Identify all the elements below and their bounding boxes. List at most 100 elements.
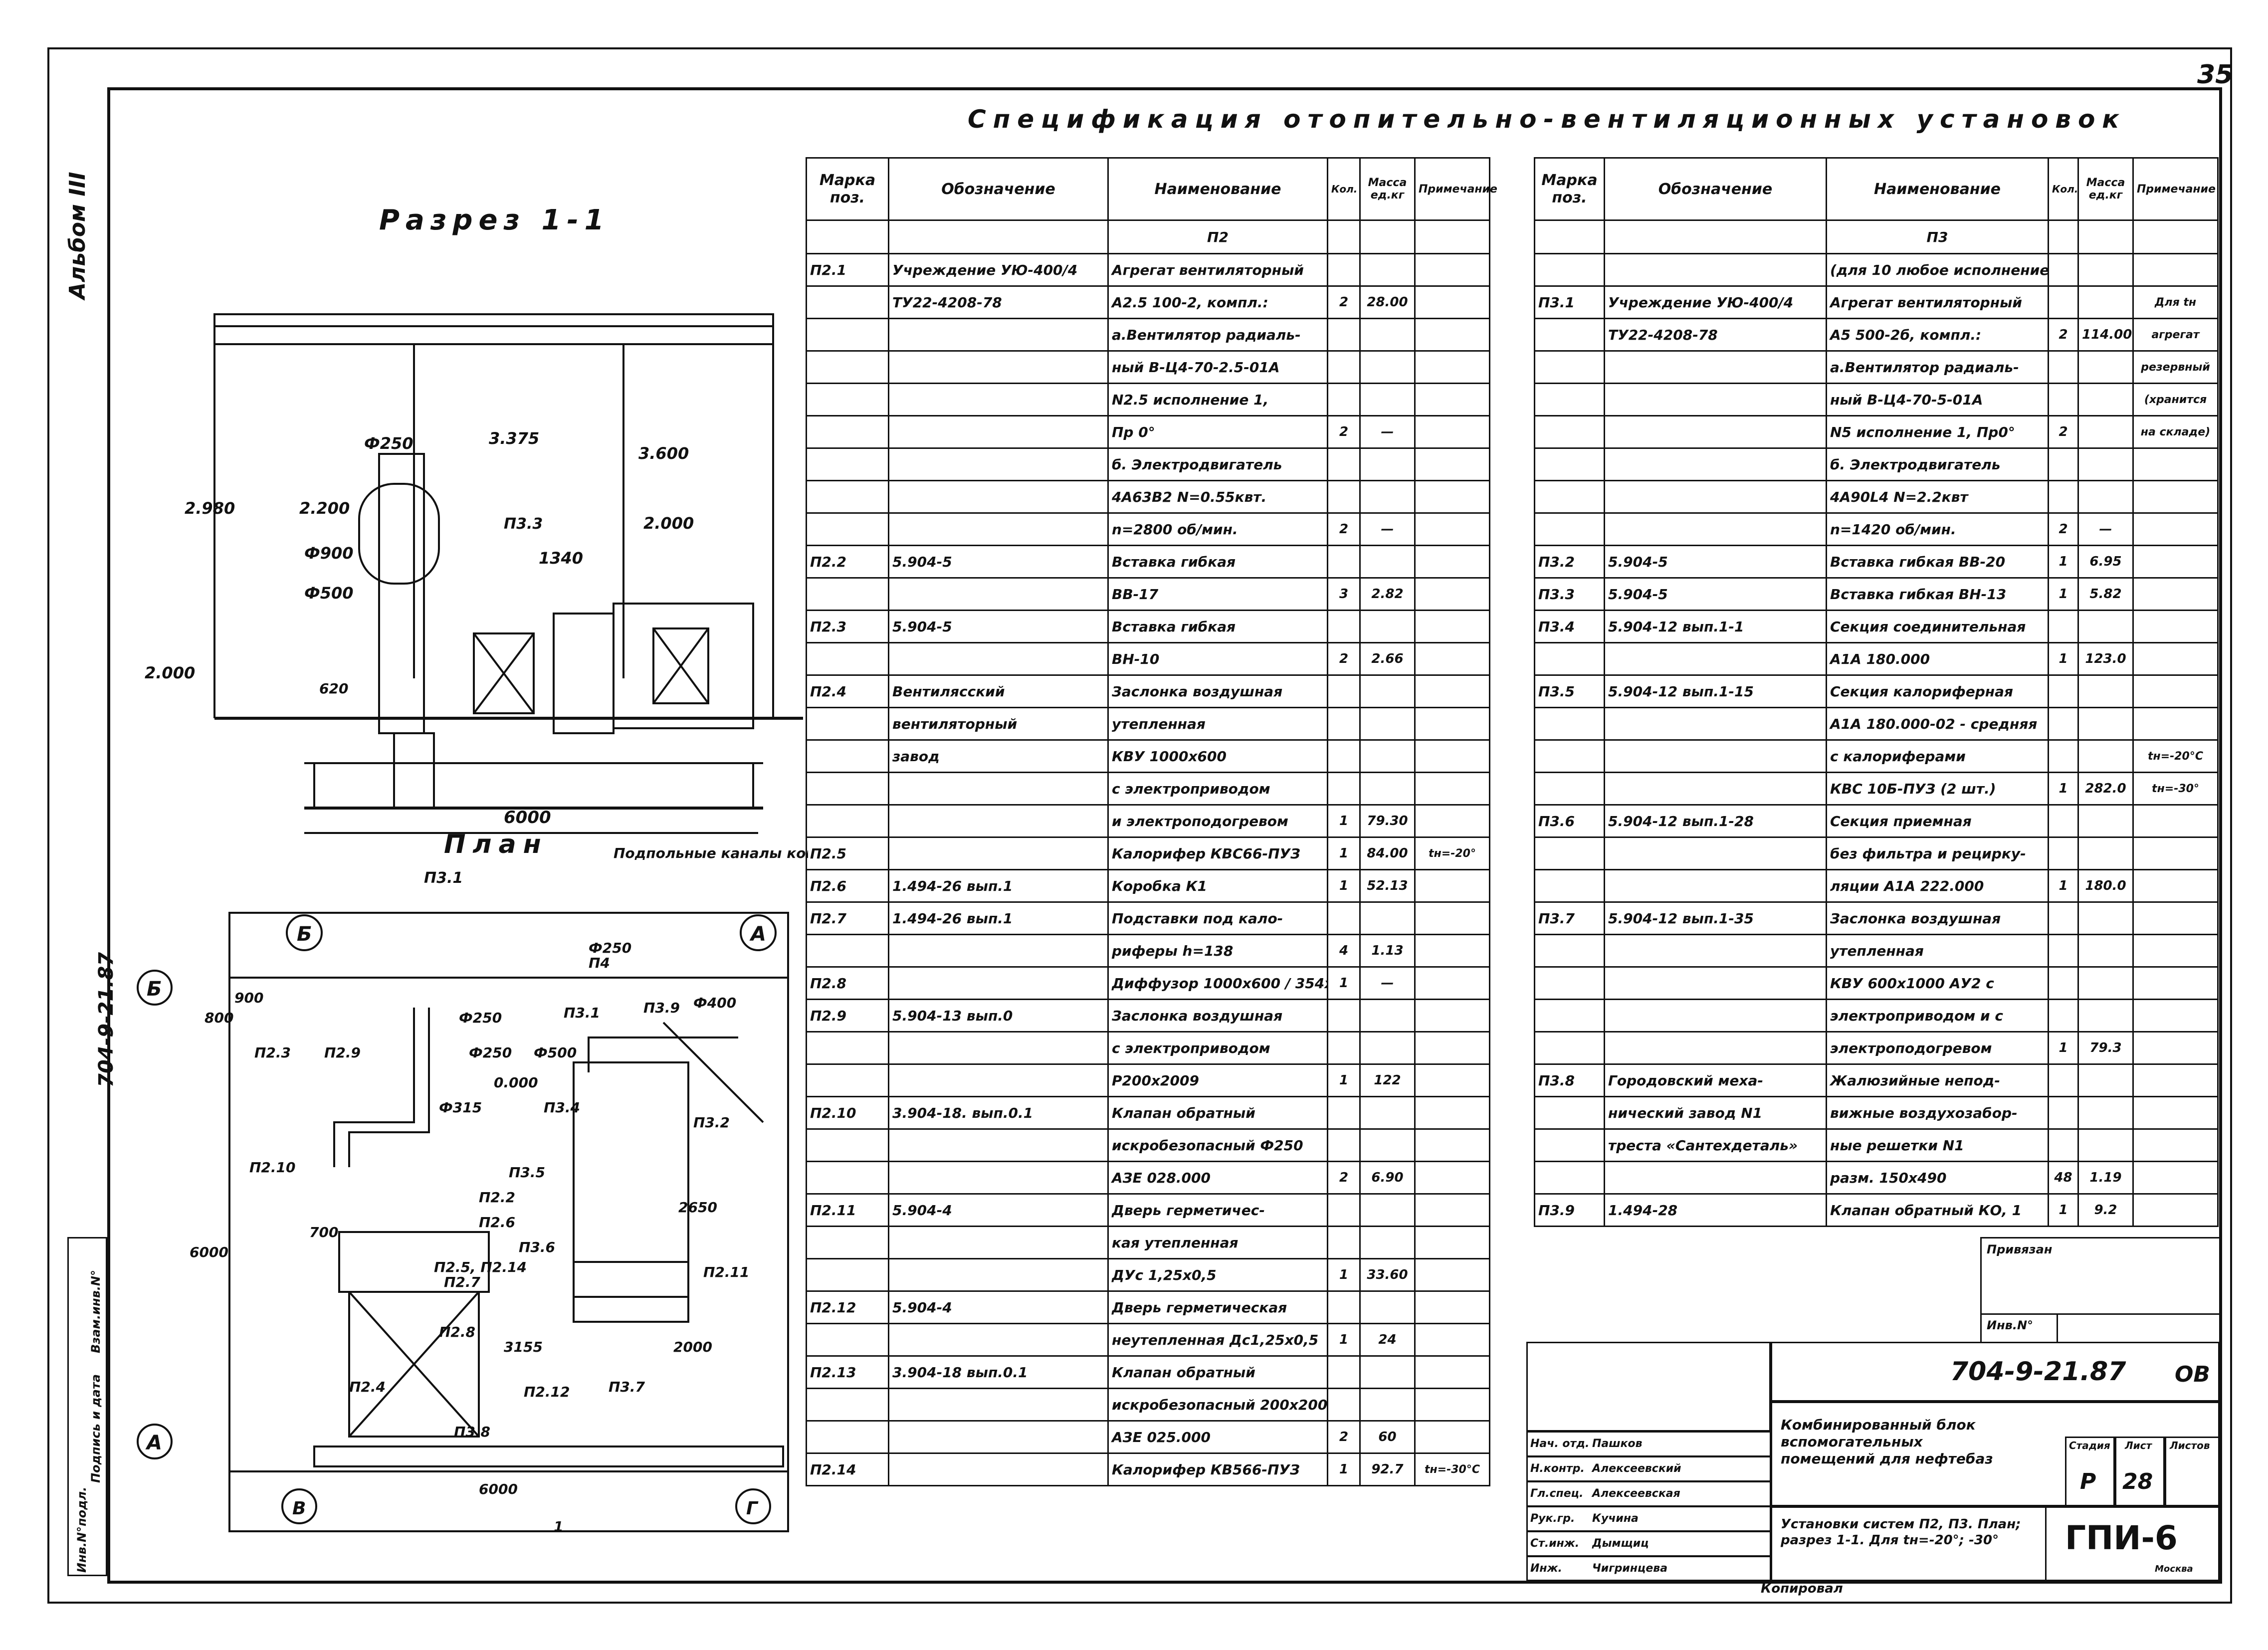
table-cell <box>1359 707 1416 741</box>
table-row: 4А90L4 N=2.2квт <box>1534 480 2219 514</box>
side-strip: Инв.N°подл. Подпись и дата Взам.инв.N° <box>67 1237 107 1576</box>
table-cell <box>1534 739 1605 773</box>
table-cell: П3.8 <box>1534 1063 1605 1097</box>
table-cell <box>888 966 1109 1000</box>
table-cell <box>2048 285 2079 319</box>
table-cell: Секция приемная <box>1826 804 2049 838</box>
table-cell: Коробка К1 <box>1107 869 1328 903</box>
table-cell <box>1359 383 1416 416</box>
table-cell: 4А90L4 N=2.2квт <box>1826 480 2049 514</box>
table-cell <box>1359 350 1416 384</box>
table-cell: 5.904-12 вып.1-35 <box>1604 901 1827 935</box>
table-cell: ный В-Ц4-70-2.5-01А <box>1107 350 1328 384</box>
plan-label: П2.8 <box>439 1324 475 1340</box>
table-cell: 1 <box>1327 1258 1361 1292</box>
plan-outline <box>228 912 789 1532</box>
table-cell: ВН-10 <box>1107 642 1328 676</box>
table-cell <box>2132 1031 2219 1065</box>
table-cell <box>806 512 889 546</box>
table-row: (для 10 любое исполнение) <box>1534 253 2219 287</box>
table-cell <box>1534 383 1605 416</box>
col-header: Наименование <box>1826 157 2049 221</box>
table-cell <box>2048 804 2079 838</box>
table-row: n=1420 об/мин.2— <box>1534 512 2219 546</box>
org-name: ГПИ-6 <box>2065 1519 2178 1557</box>
stamp-name: Пашков <box>1592 1438 1643 1450</box>
table-cell <box>1534 1161 1605 1195</box>
table-cell <box>1327 1096 1361 1130</box>
table-cell: с калориферами <box>1826 739 2049 773</box>
table-cell <box>1534 772 1605 806</box>
table-cell: П3.9 <box>1534 1193 1605 1227</box>
table-cell <box>1414 1290 1490 1324</box>
table-cell <box>1327 1388 1361 1422</box>
table-cell: Секция соединительная <box>1826 610 2049 643</box>
table-cell: П2.13 <box>806 1355 889 1389</box>
table-cell <box>2132 674 2219 708</box>
table-cell: П2.4 <box>806 674 889 708</box>
table-cell: искробезопасный Ф250 <box>1107 1128 1328 1162</box>
table-cell <box>2132 836 2219 870</box>
table-cell <box>1534 999 1605 1032</box>
table-cell <box>1359 1290 1416 1324</box>
table-row: Пр 0°2— <box>806 415 1490 449</box>
plan-label: П2.2 <box>479 1189 515 1206</box>
table-cell: 1 <box>1327 869 1361 903</box>
table-cell <box>1327 999 1361 1032</box>
table-cell: вижные воздухозабор- <box>1826 1096 2049 1130</box>
table-cell: 2 <box>1327 1420 1361 1454</box>
plan-label: П3.5 <box>509 1164 545 1181</box>
inv-label: Инв.N° <box>1987 1318 2034 1332</box>
plan-label: Ф500 <box>534 1044 577 1061</box>
table-cell <box>2048 1096 2079 1130</box>
plan-note: Подпольные каналы комплект КЖ <box>614 845 808 861</box>
table-cell <box>888 577 1109 611</box>
table-cell <box>1359 901 1416 935</box>
table-cell <box>1359 1128 1416 1162</box>
table-cell <box>1414 383 1490 416</box>
table-cell <box>1359 1355 1416 1389</box>
table-cell <box>2077 285 2134 319</box>
plan-label: 800 <box>205 1010 233 1026</box>
table-cell: Заслонка воздушная <box>1107 674 1328 708</box>
table-cell: П2.6 <box>806 869 889 903</box>
table-cell <box>806 1161 889 1195</box>
section-title: Разрез 1-1 <box>379 204 610 236</box>
table-row: n=2800 об/мин.2— <box>806 512 1490 546</box>
table-cell <box>888 934 1109 968</box>
stamp-role: Инж. <box>1530 1562 1562 1575</box>
table-cell <box>888 350 1109 384</box>
table-cell: 1 <box>2048 772 2079 806</box>
col-header: Масса ед.кг <box>2077 157 2134 221</box>
table-cell <box>1359 772 1416 806</box>
table-cell: утепленная <box>1826 934 2049 968</box>
sheet-value: 28 <box>2122 1469 2153 1494</box>
group-row: П3 <box>1534 219 2219 254</box>
table-cell <box>2048 1063 2079 1097</box>
plan-label: П3.1 <box>564 1005 600 1021</box>
table-cell <box>1327 1290 1361 1324</box>
axis-label: А <box>749 923 766 946</box>
table-cell <box>1414 772 1490 806</box>
table-cell <box>2048 707 2079 741</box>
org-city: Москва <box>2155 1564 2193 1574</box>
col-header: Марка поз. <box>1534 157 1605 221</box>
table-cell <box>1604 1161 1827 1195</box>
table-cell: 52.13 <box>1359 869 1416 903</box>
dim-label: 3.600 <box>638 444 689 463</box>
table-cell <box>888 1031 1109 1065</box>
table-cell <box>1534 1128 1605 1162</box>
table-cell <box>1327 772 1361 806</box>
section-fan <box>358 483 440 585</box>
table-cell: утепленная <box>1107 707 1328 741</box>
axis-label: Б <box>147 978 162 1001</box>
